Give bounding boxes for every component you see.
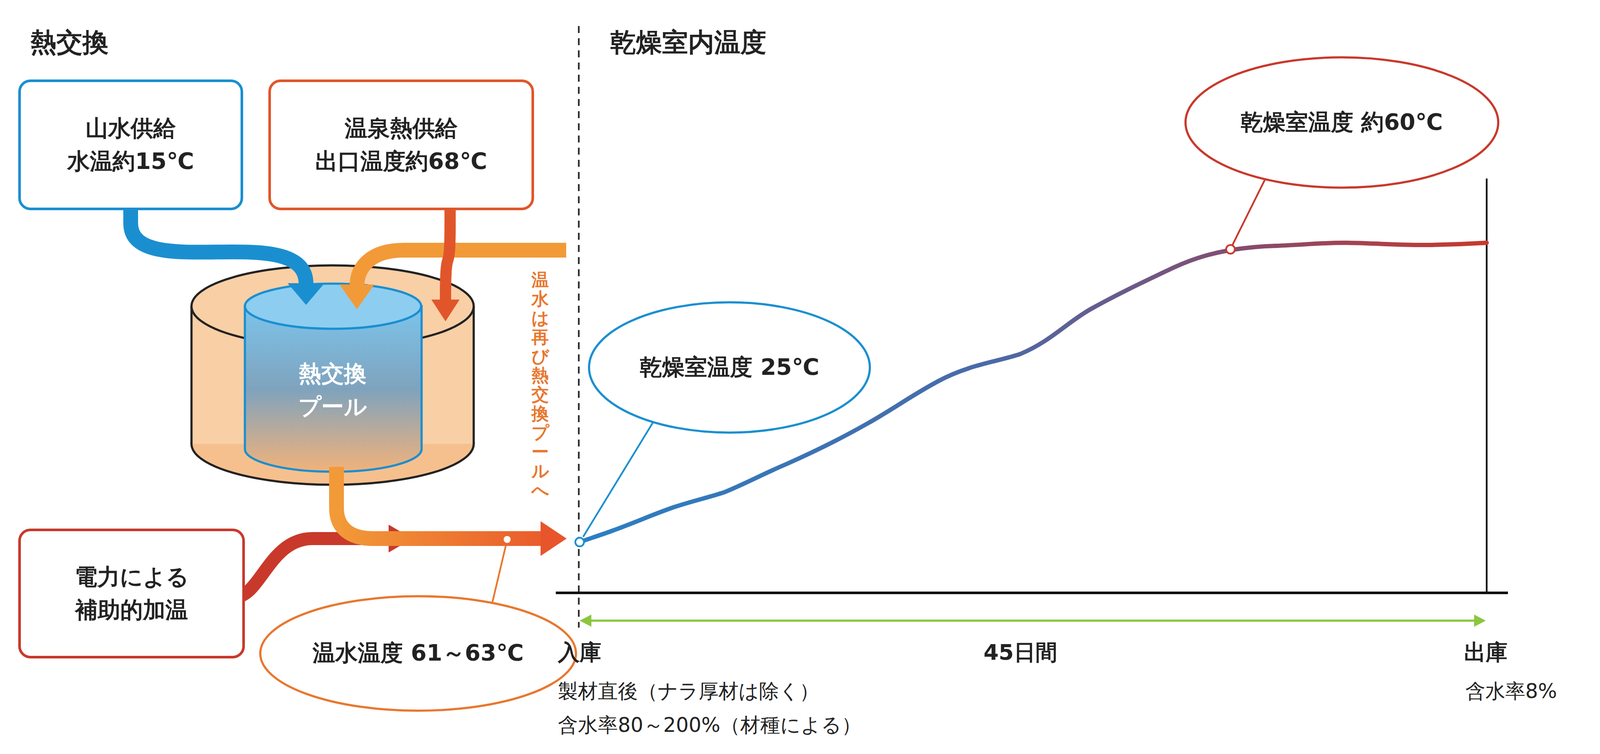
supply-box: 山水供給 水温約15℃ (18, 79, 244, 211)
temperature-curve (579, 242, 1487, 542)
plateau-point (1226, 244, 1235, 254)
callout-ellipse: 乾燥室温度 約60℃ (1182, 56, 1502, 189)
node-text: 熱交換 プール (267, 357, 398, 423)
note-text: 含水率80～200%（材種による） (557, 712, 862, 739)
section-title: 乾燥室内温度 (610, 25, 767, 60)
node-text: 山水供給 水温約15℃ (20, 112, 241, 178)
heater-box: 電力による 補助的加温 (18, 528, 245, 659)
node-text: 温水温度 61～63℃ (312, 636, 524, 670)
flow-arrow (130, 210, 325, 305)
pool-outer (191, 265, 474, 485)
section-title: 熱交換 (30, 25, 109, 60)
node-text: 乾燥室温度 約60℃ (1240, 105, 1443, 139)
note-text: 製材直後（ナラ厚材は除く） (557, 678, 820, 705)
start-point (575, 537, 584, 547)
callout-ellipse: 温水温度 61～63℃ (257, 594, 580, 712)
node-text: 乾燥室温度 25℃ (639, 350, 819, 384)
period-arrow (579, 614, 1486, 627)
flow-arrow (431, 210, 460, 322)
node-text: 温泉熱供給 出口温度約68℃ (270, 112, 532, 178)
callout-ellipse: 乾燥室温度 25℃ (586, 300, 873, 434)
heat-exchange-pool: 熱交換 プール (191, 265, 474, 485)
vertical-note: 温水は再び熱交換プールへ (531, 270, 549, 500)
axis-label: 出庫 (1464, 638, 1508, 667)
note-text: 含水率8% (1465, 678, 1558, 705)
pool-inner (244, 283, 422, 472)
axis-label: 45日間 (983, 638, 1058, 667)
node-text: 電力による 補助的加温 (20, 560, 243, 627)
supply-box: 温泉熱供給 出口温度約68℃ (268, 79, 535, 211)
time-axis (555, 591, 1508, 594)
leader-line (490, 545, 506, 612)
leader-line (1232, 170, 1270, 246)
axis-label: 入庫 (557, 638, 602, 667)
